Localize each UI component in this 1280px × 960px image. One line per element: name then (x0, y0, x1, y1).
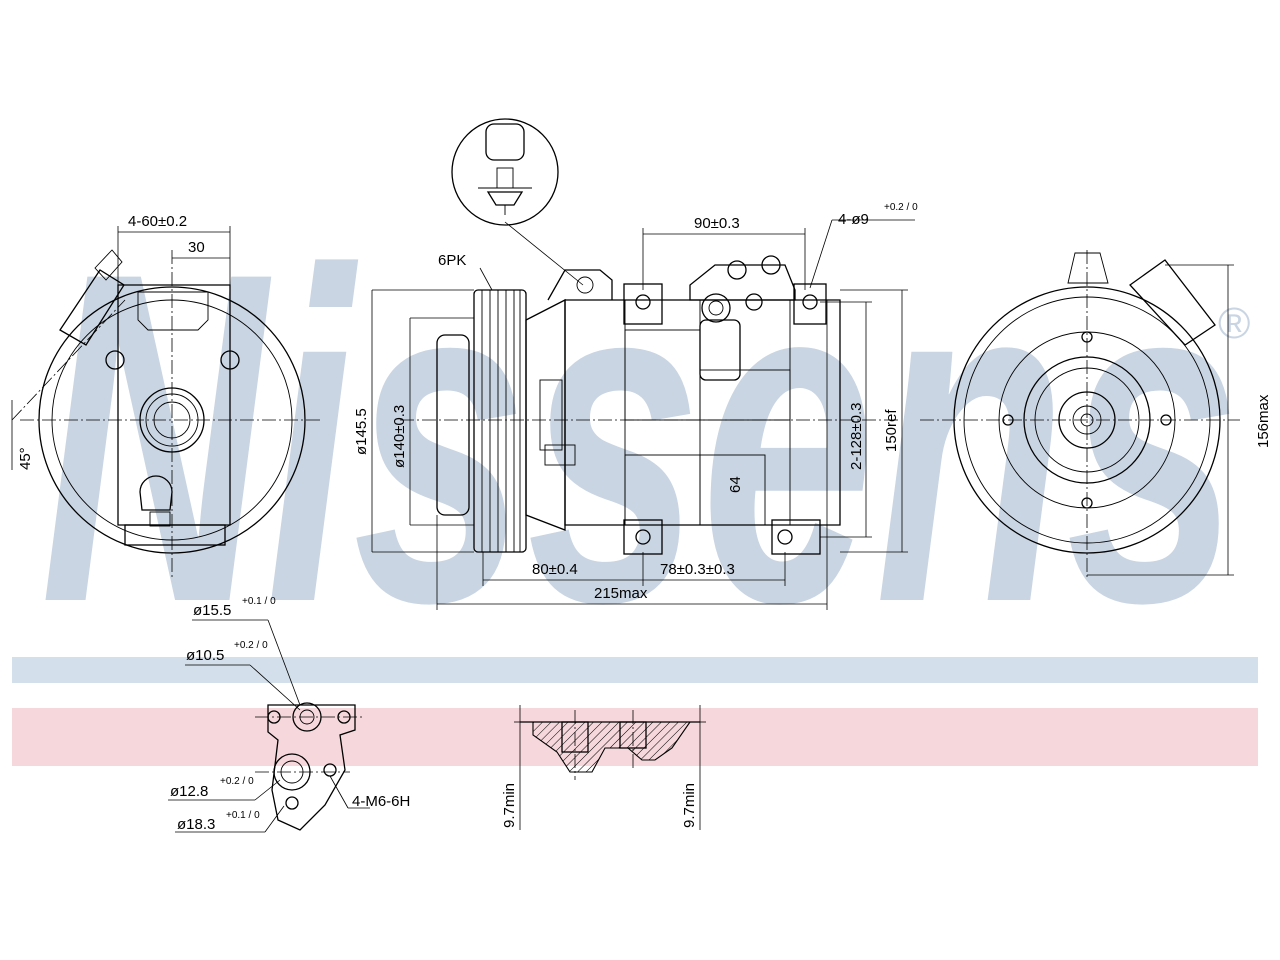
right-end-view (920, 250, 1240, 580)
port-d1-tol-label: +0.1 / 0 (242, 596, 276, 607)
registered-mark: ® (1218, 299, 1250, 348)
port-d1-label: ø15.5 (193, 602, 231, 619)
belt-label: 6PK (438, 252, 466, 269)
dim-64-label: 64 (727, 476, 744, 493)
port-d4-label: ø18.3 (177, 816, 215, 833)
section-detail (514, 705, 706, 830)
overall-length-label: 215max (594, 585, 648, 602)
top-span-label: 90±0.3 (694, 215, 740, 232)
min-depth-left-label: 9.7min (501, 783, 518, 828)
mount-holes-tol-label: +0.2 / 0 (884, 202, 918, 213)
mount-holes-label: 4-ø9 (838, 211, 869, 228)
port-d2-label: ø10.5 (186, 647, 224, 664)
brand-watermark: Nissens (40, 175, 1240, 700)
side-view (371, 219, 915, 610)
min-depth-right-label: 9.7min (681, 783, 698, 828)
blue-band (12, 657, 1258, 683)
hole-pitch-label: 2-128±0.3 (848, 403, 865, 470)
angle-label: 45° (17, 447, 34, 470)
port-d2-tol-label: +0.2 / 0 (234, 640, 268, 651)
hole-offset-label: 78±0.3±0.3 (660, 561, 735, 578)
max-height-label: 156max (1255, 394, 1272, 448)
port-d3-tol-label: +0.2 / 0 (220, 776, 254, 787)
connector-detail (451, 118, 584, 286)
port-d3-label: ø12.8 (170, 783, 208, 800)
thread-label: 4-M6-6H (352, 793, 410, 810)
pulley-offset-label: 80±0.4 (532, 561, 578, 578)
left-end-view (11, 226, 320, 580)
port-d4-tol-label: +0.1 / 0 (226, 810, 260, 821)
body-dia-label: ø140±0.3 (391, 405, 408, 468)
dim-30-label: 30 (188, 239, 205, 256)
ref-height-label: 150ref (883, 409, 900, 452)
pulley-dia-label: ø145.5 (353, 408, 370, 455)
port-flange-detail (168, 619, 370, 833)
hole-spacing-label: 4-60±0.2 (128, 213, 187, 230)
